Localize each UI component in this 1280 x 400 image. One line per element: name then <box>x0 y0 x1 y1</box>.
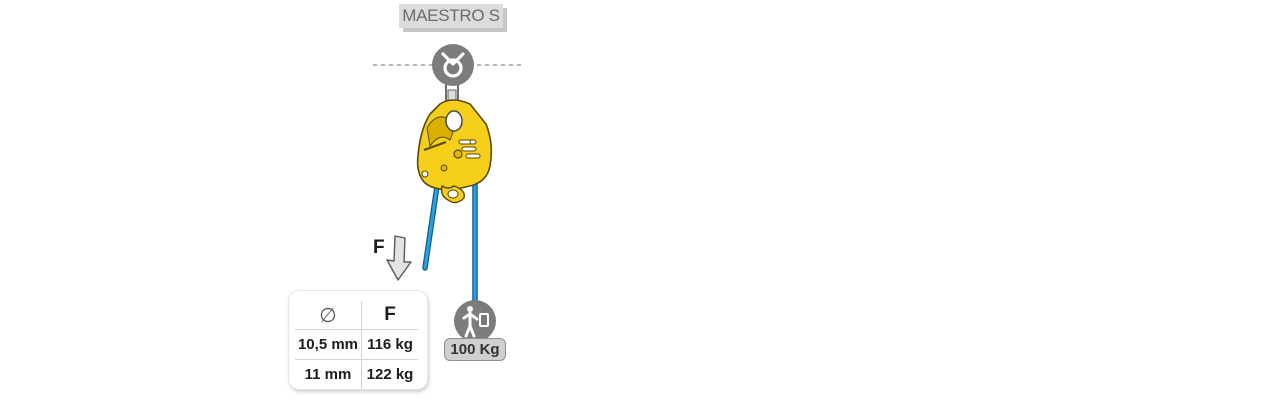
diameter-header: ∅ <box>295 301 362 330</box>
rope-pulled-side <box>422 183 440 271</box>
table-row: 10,5 mm 116 kg <box>295 329 418 360</box>
force-table: ∅ F 10,5 mm 116 kg 11 mm 122 kg <box>295 301 418 389</box>
load-weight-badge: 100 Kg <box>444 338 506 361</box>
force-header: F <box>361 301 418 330</box>
diameter-cell: 11 mm <box>295 359 362 389</box>
force-label: F <box>373 237 385 258</box>
diameter-cell: 10,5 mm <box>295 329 362 360</box>
force-table-card: ∅ F 10,5 mm 116 kg 11 mm 122 kg <box>289 291 427 389</box>
person-load-icon <box>454 300 496 342</box>
device-name: MAESTRO S <box>402 6 500 25</box>
force-cell: 116 kg <box>361 329 418 360</box>
force-cell: 122 kg <box>366 366 414 383</box>
table-row: 11 mm 122 kg <box>295 359 418 389</box>
force-arrow-icon <box>386 235 412 281</box>
device-name-tag: MAESTRO S <box>399 4 503 28</box>
anchor-icon <box>432 44 474 86</box>
descender-device-icon <box>416 99 493 204</box>
table-header-row: ∅ F <box>295 301 418 330</box>
